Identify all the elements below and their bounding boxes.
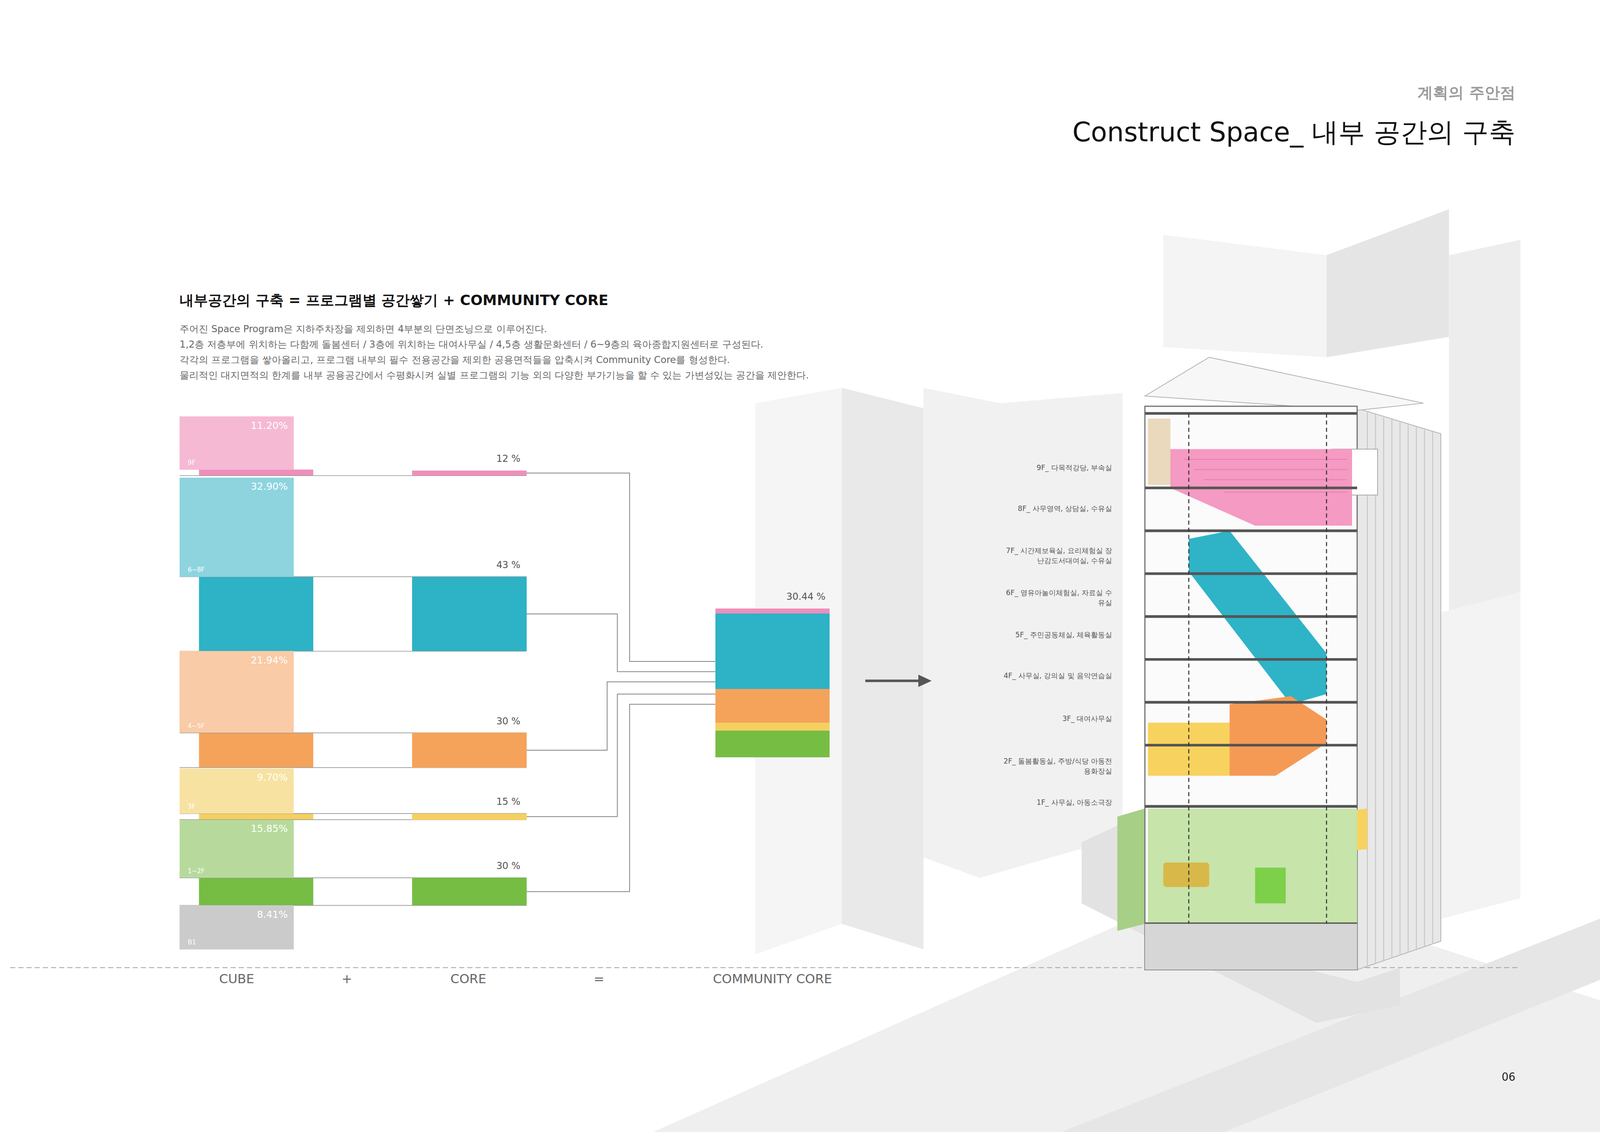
section-tag: 계획의 주안점 bbox=[1417, 83, 1516, 103]
area-percent: 15.85% bbox=[250, 822, 288, 835]
program-cube: 21.94% 4~5F bbox=[179, 650, 294, 733]
area-percent: 11.20% bbox=[250, 419, 288, 432]
program-cube: 11.20% 9F bbox=[179, 416, 294, 470]
car bbox=[1163, 862, 1210, 887]
floor-label: 3F_ 대여사무실 bbox=[1062, 714, 1113, 723]
floor-slabs bbox=[1145, 413, 1358, 924]
program-bar bbox=[199, 732, 314, 768]
core-segment bbox=[715, 608, 830, 614]
floor-tag: 9F bbox=[187, 458, 196, 467]
floor-label: 5F_ 주민공동체실, 체육활동실 bbox=[1015, 630, 1113, 640]
wood-panel bbox=[1147, 418, 1171, 485]
equation-term: CUBE bbox=[219, 971, 255, 987]
area-percent: 21.94% bbox=[250, 654, 288, 666]
flow-connector bbox=[526, 693, 716, 817]
section-face bbox=[1145, 406, 1358, 970]
core-bar-group: 43 % bbox=[412, 559, 527, 651]
program-bar bbox=[199, 576, 314, 652]
core-bar bbox=[412, 877, 527, 905]
core-segment bbox=[715, 730, 830, 758]
floor-label: 8F_ 사무영역, 상담실, 수유실 bbox=[1017, 504, 1113, 513]
flow-connector bbox=[526, 704, 716, 892]
orange-stair bbox=[1229, 695, 1327, 776]
core-segment bbox=[715, 722, 830, 731]
floor-label: 1F_ 사무실, 아동소극장 bbox=[1036, 797, 1113, 807]
program-cube: 15.85% 1~2F bbox=[179, 819, 294, 878]
core-percent: 30 % bbox=[496, 860, 521, 872]
core-percent: 15 % bbox=[496, 795, 521, 808]
equation-term: CORE bbox=[450, 971, 487, 987]
program-cube: 32.90% 6~8F bbox=[179, 477, 294, 577]
page-title: Construct Space_ 내부 공간의 구축 bbox=[1072, 116, 1516, 148]
program-bar bbox=[199, 469, 314, 476]
road bbox=[1061, 918, 1600, 1132]
facade-fins bbox=[1367, 412, 1433, 967]
description-line: 각각의 프로그램을 쌓아올리고, 프로그램 내부의 필수 전용공간을 제외한 공… bbox=[179, 354, 730, 366]
floor-label: 9F_ 다목적강당, 부속실 bbox=[1036, 463, 1113, 473]
core-bar bbox=[412, 813, 527, 820]
core-bar bbox=[412, 732, 527, 768]
equation-term: COMMUNITY CORE bbox=[712, 971, 833, 987]
floor-label: 6F_ 영유아놀이체험실, 자료실 수유실 bbox=[1002, 587, 1113, 608]
floor-tag: 6~8F bbox=[187, 565, 205, 574]
program-bar bbox=[199, 877, 314, 905]
basement bbox=[1145, 923, 1358, 970]
core-bar-group: 12 % bbox=[412, 452, 527, 476]
area-percent: 32.90% bbox=[250, 480, 288, 493]
core-percent: 12 % bbox=[496, 452, 521, 465]
green-door bbox=[1255, 867, 1286, 904]
community-core: 30.44 % bbox=[715, 590, 830, 758]
arrow-head bbox=[918, 674, 932, 687]
roof bbox=[1145, 357, 1424, 410]
arrow bbox=[865, 679, 920, 682]
garden bbox=[1117, 808, 1145, 931]
guide-lines bbox=[179, 475, 527, 905]
background-block bbox=[1326, 209, 1450, 358]
area-percent: 8.41% bbox=[257, 908, 288, 920]
core-bar bbox=[412, 470, 527, 476]
floor-tag: B1 bbox=[187, 938, 197, 946]
description-line: 1,2층 저층부에 위치하는 다함께 돌봄센터 / 3층에 위치하는 대여사무실… bbox=[179, 338, 764, 350]
core-bar-group: 30 % bbox=[412, 715, 527, 768]
floor-label: 7F_ 시간제보육실, 요리체험실 장난감도서대여실, 수유실 bbox=[1002, 545, 1113, 566]
area-percent: 9.70% bbox=[257, 771, 288, 783]
core-segment bbox=[715, 688, 830, 723]
floor-tag: 3F bbox=[187, 802, 196, 810]
description-line: 주어진 Space Program은 지하주차장을 제외하면 4부분의 단면조닝… bbox=[179, 323, 548, 335]
core-segment bbox=[715, 613, 830, 689]
background-block bbox=[1449, 240, 1521, 613]
background-block bbox=[923, 387, 1123, 878]
flow-connector bbox=[526, 472, 716, 662]
floor-label: 4F_ 사무실, 강의실 및 음악연습실 bbox=[1003, 671, 1113, 680]
core-bar bbox=[412, 576, 527, 652]
core-percent: 43 % bbox=[496, 559, 521, 571]
section-heading: 내부공간의 구축 = 프로그램별 공간쌓기 + COMMUNITY CORE bbox=[179, 291, 609, 309]
floor-label: 2F_ 돌봄활동실, 주방/식당 아동전용화장실 bbox=[1002, 756, 1113, 777]
core-bar-group: 15 % bbox=[412, 795, 527, 820]
equation-sign: + bbox=[341, 971, 353, 987]
floor-tag: 1~2F bbox=[187, 867, 205, 875]
flow-connector bbox=[526, 681, 716, 750]
background-block bbox=[1163, 234, 1327, 358]
core-percent: 30.44 % bbox=[786, 590, 826, 603]
program-bar bbox=[199, 813, 314, 820]
description-line: 물리적인 대지면적의 한계를 내부 공용공간에서 수평화시켜 실별 프로그램의 … bbox=[179, 369, 809, 381]
background-block bbox=[1440, 591, 1521, 919]
core-outline bbox=[1188, 413, 1327, 968]
floor-tag: 4~5F bbox=[187, 722, 205, 730]
core-bar-group: 30 % bbox=[412, 860, 527, 905]
program-cube: 8.41% B1 bbox=[179, 905, 294, 949]
green-floor bbox=[1147, 808, 1358, 924]
equation-sign: = bbox=[593, 971, 605, 987]
page-number: 06 bbox=[1501, 1070, 1516, 1084]
background-block bbox=[841, 387, 924, 950]
program-cube: 9.70% 3F bbox=[179, 768, 294, 814]
core-percent: 30 % bbox=[496, 715, 521, 727]
flow-connector bbox=[526, 613, 716, 672]
